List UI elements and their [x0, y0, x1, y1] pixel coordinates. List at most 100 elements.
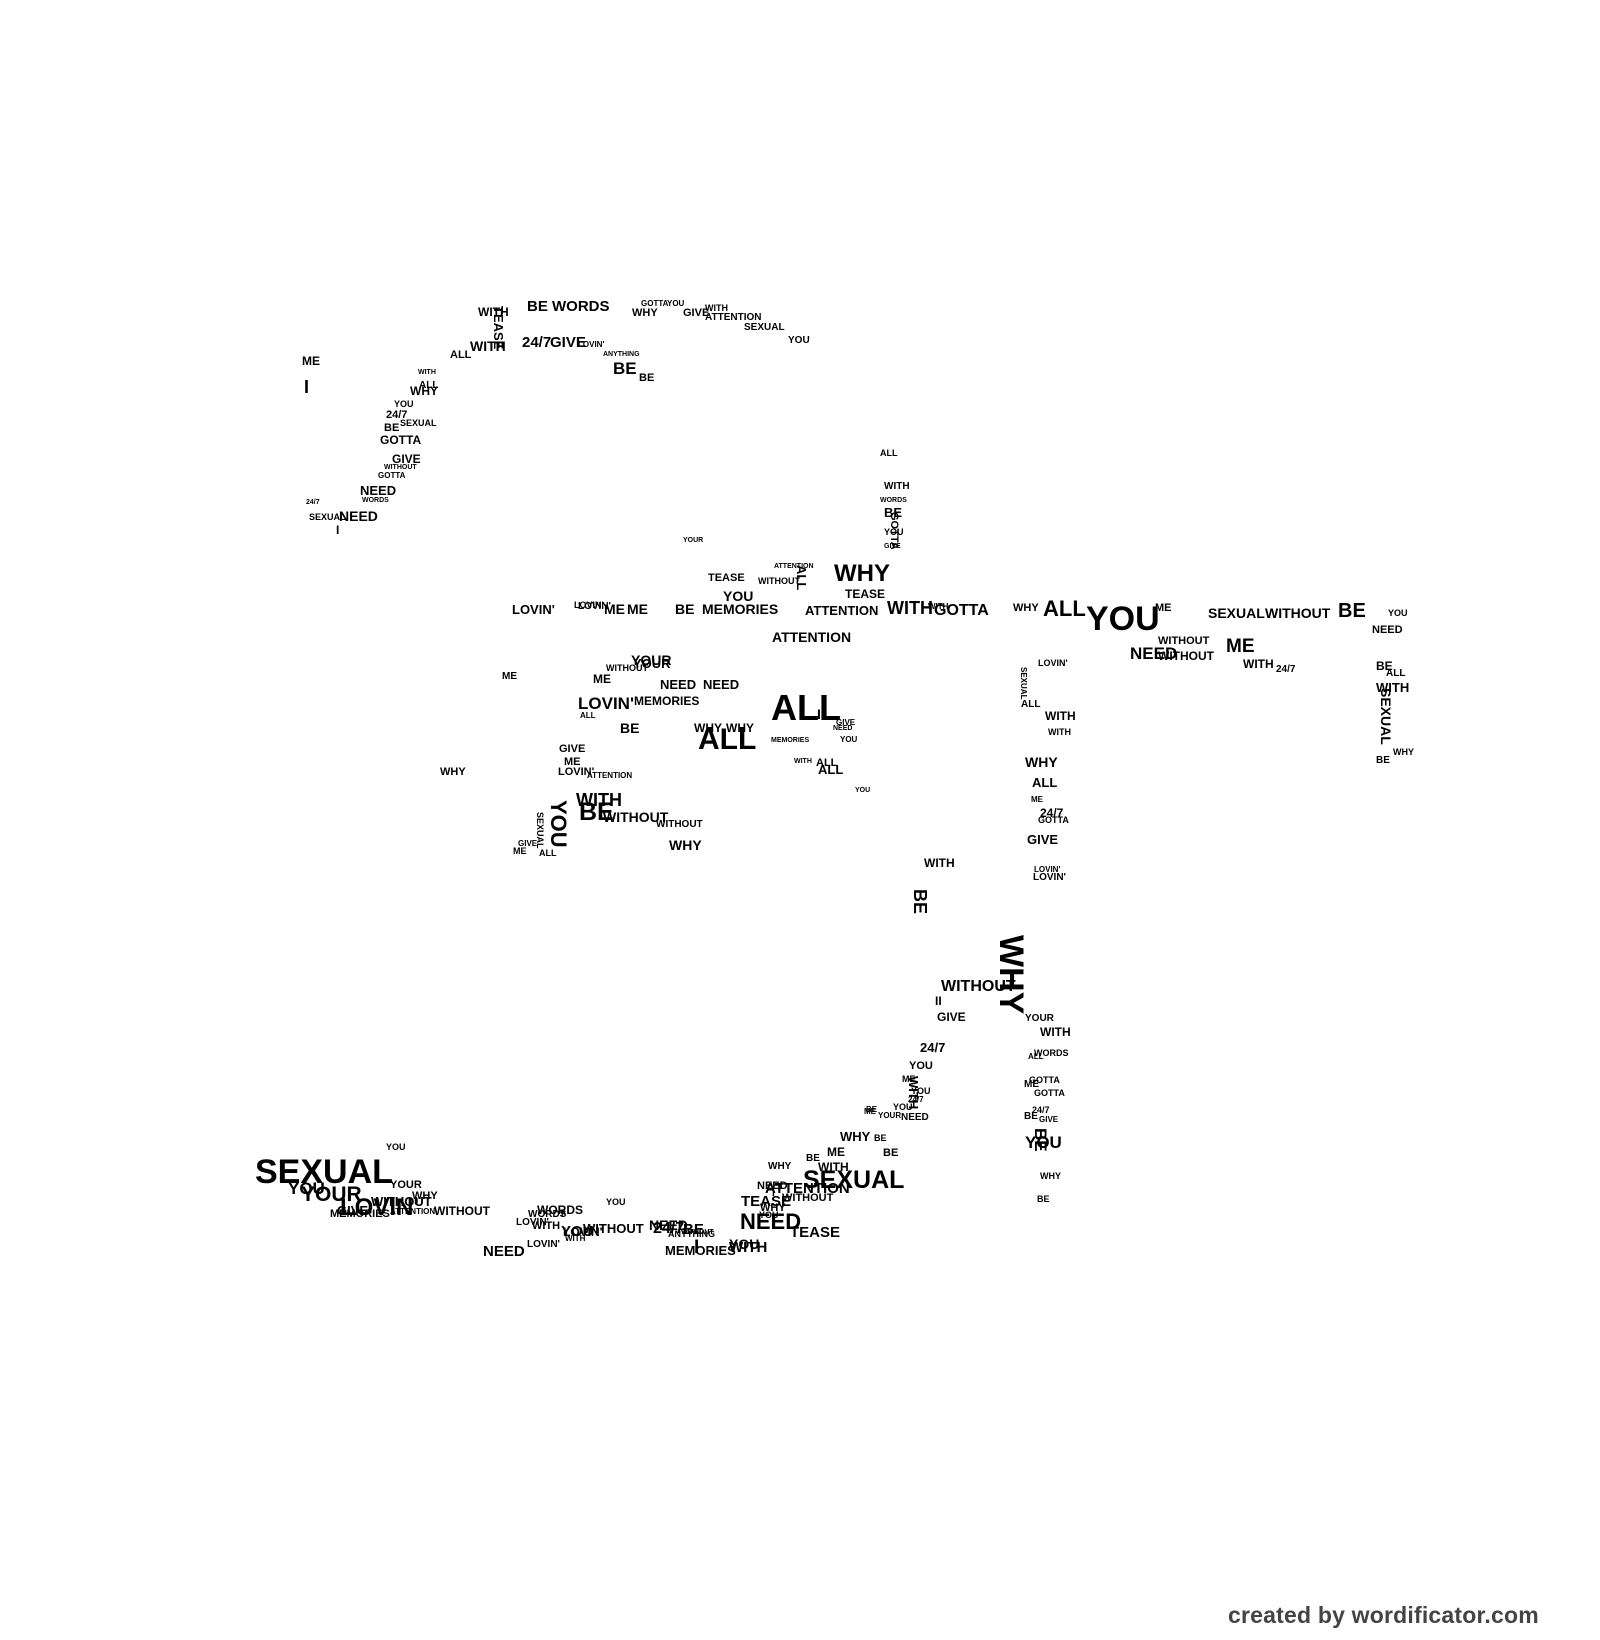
cloud-word: ME	[1024, 1079, 1039, 1090]
cloud-word: BE	[613, 359, 637, 378]
cloud-word: WITHOUT	[603, 809, 669, 825]
cloud-word: GIVE	[550, 334, 586, 351]
cloud-word: GIVE	[392, 452, 421, 466]
cloud-word: WHY	[834, 560, 890, 587]
cloud-word: BE	[884, 505, 903, 520]
cloud-word: ME	[593, 672, 611, 686]
cloud-word: NEED	[649, 1217, 688, 1233]
cloud-word: WITHOUT	[941, 978, 1016, 995]
cloud-word: NEED	[1130, 644, 1178, 663]
cloud-word: ATTENTION	[765, 1180, 850, 1197]
cloud-word: LOVIN'	[527, 1239, 560, 1250]
cloud-word: SEXUAL	[803, 1166, 905, 1194]
cloud-word: WITH	[1045, 709, 1076, 723]
cloud-word: SEXUAL	[255, 1153, 393, 1191]
cloud-word: YOU	[386, 1142, 406, 1152]
cloud-word: I	[694, 1237, 700, 1258]
cloud-word: WHY	[1025, 754, 1058, 770]
cloud-word: WITHOUT	[606, 663, 648, 673]
cloud-word: BE	[1376, 659, 1393, 673]
cloud-word: WHY	[412, 1190, 438, 1202]
cloud-word: ATTENTION	[772, 629, 852, 645]
cloud-word: ME	[513, 846, 527, 856]
cloud-word: 24/7	[522, 334, 552, 351]
cloud-word: BE	[806, 1153, 820, 1164]
cloud-word: ATTENTION	[705, 312, 762, 323]
cloud-word: NEED	[833, 725, 853, 732]
cloud-word: NEED	[757, 1180, 788, 1192]
cloud-word: YOUR	[1025, 1013, 1054, 1024]
cloud-word: WITH	[884, 481, 910, 492]
cloud-word: ALL	[1386, 668, 1406, 679]
cloud-word: ALL	[698, 723, 757, 756]
cloud-word: ME	[1155, 602, 1172, 614]
cloud-word: LOVIN'	[1034, 865, 1061, 874]
cloud-word: BE	[527, 298, 548, 315]
cloud-word: BE	[384, 422, 400, 434]
cloud-word: WORDS	[552, 298, 610, 315]
cloud-word: WITHOUT	[371, 1194, 432, 1209]
cloud-word: LOVIN'	[578, 340, 605, 349]
cloud-word: LOVIN'	[578, 601, 611, 612]
cloud-word: TEASE	[708, 572, 745, 584]
cloud-word: YOU	[723, 588, 754, 604]
cloud-word: SEXUAL	[1378, 688, 1394, 745]
cloud-word: WITHOUT	[656, 819, 703, 830]
cloud-word: GOTTA	[378, 471, 406, 480]
cloud-word: GIVE	[1039, 1115, 1059, 1124]
cloud-word: WITH	[470, 338, 506, 354]
cloud-word: TEASE	[790, 1224, 841, 1241]
cloud-word: WHY	[726, 721, 754, 735]
cloud-word: ALL	[1032, 775, 1058, 790]
cloud-word: YOU	[909, 1060, 933, 1072]
cloud-word: YOU	[840, 735, 858, 744]
cloud-word: BE	[1024, 1111, 1038, 1122]
cloud-word: ME	[604, 601, 625, 617]
cloud-word: GIVE	[559, 743, 586, 755]
cloud-word: BE	[910, 889, 930, 915]
cloud-word: WHY	[760, 1202, 786, 1214]
cloud-word: LOVIN'	[516, 1217, 549, 1228]
cloud-word: GIVE	[884, 543, 901, 550]
cloud-word: MEMORIES	[702, 601, 779, 617]
cloud-word: ALL	[771, 687, 841, 728]
cloud-word: WHY	[669, 837, 702, 853]
cloud-word: GOTTA	[641, 299, 669, 308]
cloud-word: GIVE	[836, 718, 856, 727]
cloud-word: LOVIN'	[1038, 658, 1068, 668]
cloud-word: YOUR	[633, 656, 671, 671]
cloud-word: WHY	[632, 307, 658, 319]
credit-text[interactable]: created by wordificator.com	[1228, 1602, 1539, 1628]
cloud-word: ME	[502, 671, 517, 682]
cloud-word: YOU	[1086, 600, 1160, 638]
cloud-word: ME	[1031, 795, 1043, 804]
cloud-word: BE	[1376, 755, 1390, 766]
cloud-word: NEED	[1372, 624, 1403, 636]
cloud-word: YOU	[546, 800, 571, 848]
cloud-word: ATTENTION	[390, 1207, 436, 1216]
cloud-word: YOU	[911, 1086, 931, 1096]
cloud-word: WITHOUT	[1158, 635, 1210, 647]
cloud-word: ALL	[450, 349, 472, 361]
cloud-word: WITHOUT	[758, 576, 800, 586]
cloud-word: LOVIN'	[578, 694, 634, 713]
cloud-word: ME	[864, 1107, 876, 1116]
cloud-word: GIVE	[937, 1010, 966, 1024]
cloud-word: NEED	[483, 1243, 525, 1260]
cloud-word: WITHOUT	[583, 1221, 644, 1236]
cloud-word: WITH	[1040, 1025, 1071, 1039]
cloud-word: ANYTHING	[668, 1229, 715, 1239]
cloud-word: YOU	[394, 399, 414, 409]
cloud-word: WORDS	[1034, 1048, 1069, 1058]
cloud-word: ME	[627, 601, 648, 617]
cloud-word: BE	[1031, 1128, 1050, 1152]
cloud-word: WORDS	[362, 497, 389, 504]
cloud-word: WHY	[992, 935, 1030, 1015]
cloud-word: SEXUAL	[1208, 605, 1265, 621]
cloud-word: SEXUAL	[1019, 667, 1028, 700]
cloud-word: GOTTA	[1034, 1088, 1065, 1098]
cloud-word: YOUR	[390, 1179, 422, 1191]
cloud-word: ANYTHING	[603, 351, 640, 358]
cloud-word: LOVIN'	[1033, 872, 1066, 883]
cloud-word: YOUR	[683, 537, 704, 544]
